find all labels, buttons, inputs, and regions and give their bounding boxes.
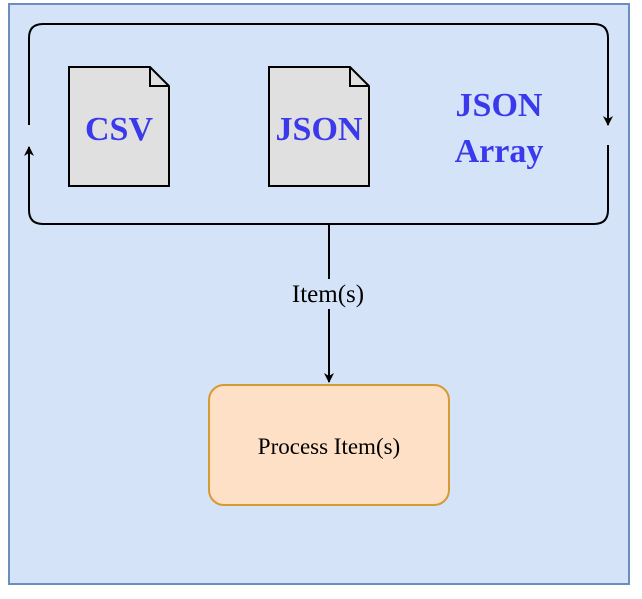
json-document-fold — [349, 67, 369, 87]
json-document-shape — [268, 66, 370, 187]
items-edge-label-bg — [284, 279, 374, 309]
process-node — [208, 384, 450, 506]
csv-document: CSV — [68, 66, 170, 187]
json-document: JSON — [268, 66, 370, 187]
csv-label: CSV — [85, 111, 153, 148]
json-label: JSON — [276, 111, 363, 148]
json-array-label: JSON Array — [455, 87, 544, 170]
process-node-label: Process Item(s) — [258, 434, 400, 459]
loop-top-path — [28, 23, 613, 126]
loop-bottom-path — [24, 145, 609, 225]
csv-document-shape — [68, 66, 170, 187]
loop-connector — [24, 23, 613, 225]
csv-document-fold — [149, 67, 169, 87]
json-array-label-line2: Array — [455, 133, 544, 170]
items-edge-label: Item(s) — [292, 281, 364, 308]
json-array-label-line1: JSON — [456, 87, 543, 124]
